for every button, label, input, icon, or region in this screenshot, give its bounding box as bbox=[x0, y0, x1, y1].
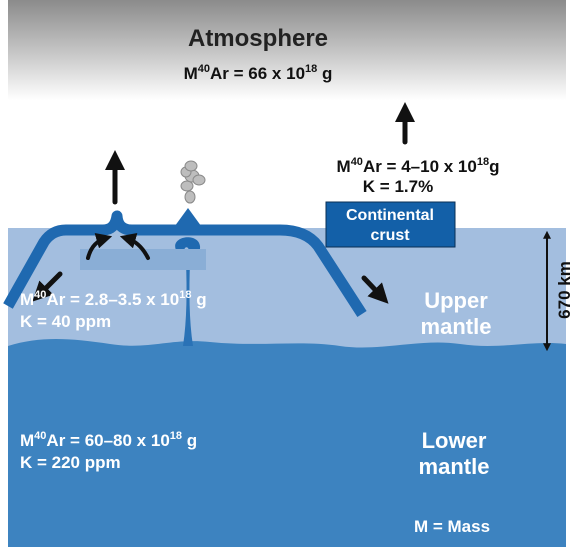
lower-mantle-label-line2: mantle bbox=[419, 454, 490, 479]
crust-label-line1: Continental bbox=[346, 207, 434, 224]
atmosphere-title: Atmosphere bbox=[188, 25, 328, 52]
crust-potassium: K = 1.7% bbox=[363, 177, 433, 196]
lower-mantle-region bbox=[8, 339, 566, 547]
lower-mantle-argon-mass: M40Ar = 60–80 x 1018 g bbox=[20, 430, 197, 450]
upper-mantle-label-line1: Upper bbox=[424, 288, 488, 313]
crust-argon-mass: M40Ar = 4–10 x 1018g bbox=[337, 156, 500, 176]
atmosphere-argon-mass: M40Ar = 66 x 1018 g bbox=[184, 63, 333, 83]
upper-mantle-label-line2: mantle bbox=[421, 314, 492, 339]
mass-legend: M = Mass bbox=[414, 517, 490, 536]
arrow-converge-left bbox=[86, 232, 113, 260]
volcano bbox=[172, 208, 204, 230]
continental-crust-box bbox=[325, 201, 456, 248]
ridge-zone bbox=[80, 249, 206, 270]
depth-label: 670 km bbox=[555, 261, 574, 319]
volcanic-smoke bbox=[180, 160, 206, 204]
crust-label-line2: crust bbox=[370, 227, 410, 244]
lower-mantle-label-line1: Lower bbox=[422, 428, 487, 453]
subducting-slab bbox=[3, 210, 367, 317]
atmosphere-band bbox=[8, 0, 566, 100]
upper-mantle-potassium: K = 40 ppm bbox=[20, 312, 111, 331]
lower-mantle-potassium: K = 220 ppm bbox=[20, 453, 121, 472]
mantle-plume bbox=[183, 262, 193, 346]
arrow-upper-mantle-left bbox=[32, 271, 63, 302]
arrow-converge-right bbox=[119, 232, 150, 260]
upper-mantle-argon-mass: M40Ar = 2.8–3.5 x 1018 g bbox=[20, 289, 207, 309]
arrow-subduction-right bbox=[361, 275, 389, 304]
